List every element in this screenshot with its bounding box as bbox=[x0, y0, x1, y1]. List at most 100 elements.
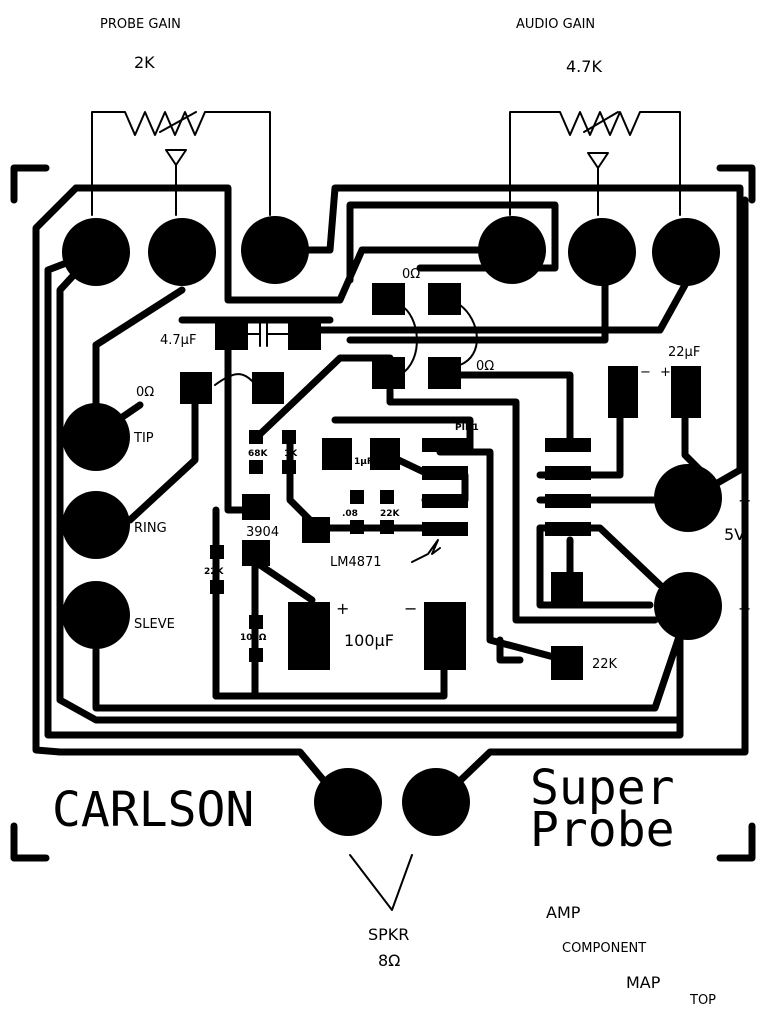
ic-pin-7 bbox=[545, 466, 591, 480]
ring-pad bbox=[62, 491, 130, 559]
transistor-pad-1 bbox=[242, 494, 270, 520]
power-positive-pad bbox=[654, 464, 722, 532]
ic-pin-1 bbox=[422, 438, 468, 452]
note-map: MAP bbox=[626, 973, 661, 992]
title-carlson: CARLSON bbox=[52, 782, 254, 838]
transistor-label: 3904 bbox=[246, 525, 279, 540]
ic-pin-8 bbox=[545, 438, 591, 452]
probe-pot-pad-3 bbox=[241, 216, 309, 284]
round-pads bbox=[62, 216, 722, 836]
power-voltage-label: 5V bbox=[724, 525, 745, 544]
res-22k-right-pad-a bbox=[551, 572, 583, 606]
probe-pot-pad-1 bbox=[62, 218, 130, 286]
cap-100-minus: − bbox=[404, 599, 417, 618]
res-0-mid-pad-b bbox=[428, 357, 461, 389]
probe-pot-pad-2 bbox=[148, 218, 216, 286]
speaker-label: SPKR bbox=[368, 925, 409, 944]
res-0-mid-label: 0Ω bbox=[476, 359, 494, 374]
cap-08-pad-b bbox=[350, 520, 364, 534]
ic-pin-6 bbox=[545, 494, 591, 508]
audio-pot-pad-1 bbox=[478, 216, 546, 284]
tip-label: TIP bbox=[133, 431, 154, 446]
res-100-label: 100Ω bbox=[240, 633, 267, 643]
cap-100-pad-b bbox=[424, 602, 466, 670]
cap-08-label: .08 bbox=[342, 509, 358, 519]
cap-08-pad-a bbox=[350, 490, 364, 504]
res-22k-mid-pad-b bbox=[380, 520, 394, 534]
res-100-pad-b bbox=[249, 648, 263, 662]
speaker-lead-lines bbox=[349, 854, 413, 911]
ic-pin-5 bbox=[545, 522, 591, 536]
cap-47-pad-a bbox=[215, 318, 248, 350]
res-0-top-pad-b bbox=[428, 283, 461, 315]
cap-47-symbol bbox=[247, 321, 289, 347]
probe-gain-value: 2K bbox=[134, 53, 155, 72]
res-68k-pad-a bbox=[249, 430, 263, 444]
audio-gain-potentiometer bbox=[509, 111, 681, 216]
res-68k-label: 68K bbox=[248, 449, 269, 459]
probe-gain-potentiometer bbox=[91, 111, 271, 216]
res-1k-label: 1K bbox=[284, 449, 298, 459]
cap-22-plus: + bbox=[660, 365, 671, 380]
res-0-mid-pad-a bbox=[372, 357, 405, 389]
audio-gain-label: AUDIO GAIN bbox=[516, 17, 595, 32]
note-top: TOP bbox=[689, 993, 716, 1008]
res-22k-right-pad-b bbox=[551, 646, 583, 680]
cap-22-minus: − bbox=[640, 365, 651, 380]
sleeve-pad bbox=[62, 581, 130, 649]
res-22k-mid-label: 22K bbox=[380, 509, 401, 519]
tip-pad bbox=[62, 403, 130, 471]
res-22k-left-pad-a bbox=[210, 545, 224, 559]
speaker-pad-1 bbox=[314, 768, 382, 836]
pin1-label: PIN1 bbox=[455, 423, 479, 433]
res-68k-pad-b bbox=[249, 460, 263, 474]
res-0-left-pad-a bbox=[180, 372, 212, 404]
title-super: Super bbox=[530, 760, 675, 816]
cap-1-label: 1μF bbox=[354, 457, 373, 467]
power-negative-pad bbox=[654, 572, 722, 640]
ring-label: RING bbox=[134, 521, 167, 536]
audio-gain-value: 4.7K bbox=[566, 57, 602, 76]
sleeve-label: SLEVE bbox=[134, 617, 175, 632]
cap-100-label: 100μF bbox=[344, 631, 394, 650]
cap-47-pad-b bbox=[288, 318, 321, 350]
res-1k-pad-b bbox=[282, 460, 296, 474]
cap-22-label: 22μF bbox=[668, 345, 700, 360]
component-pads bbox=[180, 283, 701, 680]
ic-label: LM4871 bbox=[330, 555, 382, 570]
res-0-top-label: 0Ω bbox=[402, 267, 420, 282]
ic-pin-3 bbox=[422, 494, 468, 508]
audio-pot-pad-2 bbox=[568, 218, 636, 286]
cap-100-plus: + bbox=[336, 599, 349, 618]
power-plus-label: + bbox=[738, 491, 751, 510]
note-component: COMPONENT bbox=[562, 941, 646, 956]
cap-1-pad-b bbox=[370, 438, 400, 470]
res-1k-pad-a bbox=[282, 430, 296, 444]
res-22k-right-label: 22K bbox=[592, 657, 618, 672]
res-0-left-pad-b bbox=[252, 372, 284, 404]
cap-100-pad-a bbox=[288, 602, 330, 670]
title-probe: Probe bbox=[530, 802, 675, 858]
cap-47-label: 4.7μF bbox=[160, 333, 196, 348]
res-0-left-label: 0Ω bbox=[136, 385, 154, 400]
transistor-pad-3 bbox=[242, 540, 270, 566]
ic-pin-4 bbox=[422, 522, 468, 536]
res-100-pad-a bbox=[249, 615, 263, 629]
transistor-pad-2 bbox=[302, 517, 330, 543]
corner-marks bbox=[10, 164, 756, 862]
cap-1-pad-a bbox=[322, 438, 352, 470]
res-22k-left-label: 22K bbox=[204, 567, 225, 577]
ic-pointer-arrow bbox=[411, 539, 441, 563]
res-0-top-pad-a bbox=[372, 283, 405, 315]
speaker-pad-2 bbox=[402, 768, 470, 836]
power-minus-label: − bbox=[738, 599, 751, 618]
res-22k-left-pad-b bbox=[210, 580, 224, 594]
ic-pin-2 bbox=[422, 466, 468, 480]
audio-pot-pad-3 bbox=[652, 218, 720, 286]
speaker-ohms: 8Ω bbox=[378, 951, 400, 970]
res-22k-mid-pad-a bbox=[380, 490, 394, 504]
cap-22-pad-a bbox=[608, 366, 638, 418]
probe-gain-label: PROBE GAIN bbox=[100, 17, 181, 32]
note-amp: AMP bbox=[546, 903, 581, 922]
